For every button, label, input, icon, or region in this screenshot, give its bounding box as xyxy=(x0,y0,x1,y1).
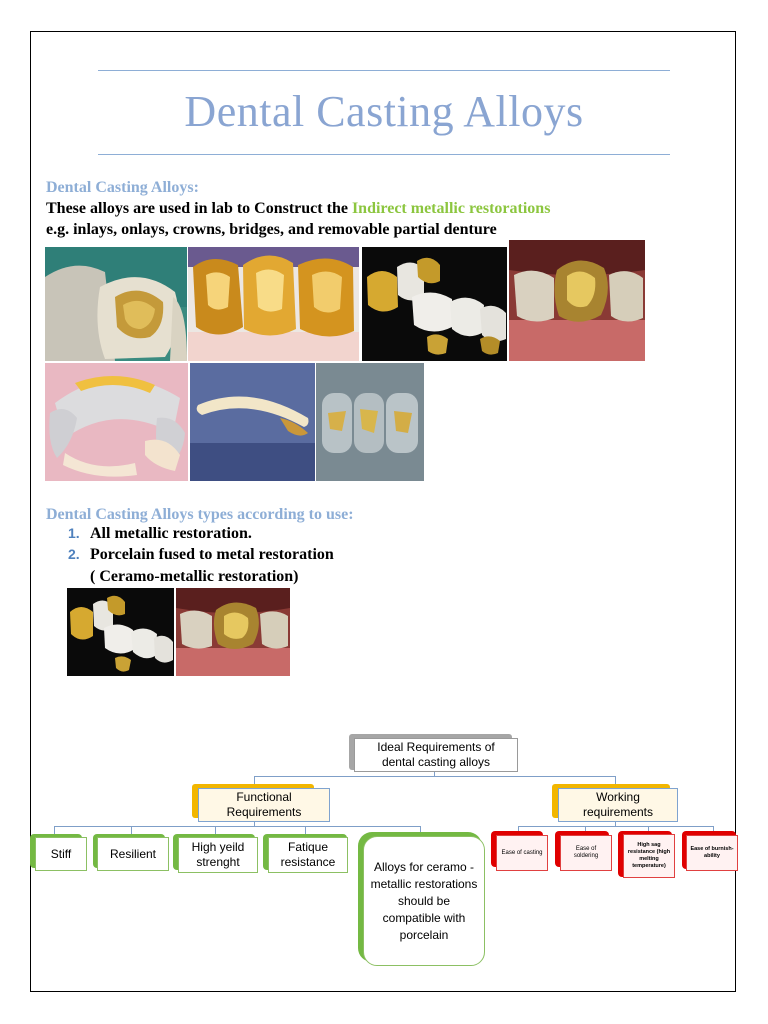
stiff-label: Stiff xyxy=(50,847,72,861)
connector-top-bar xyxy=(254,776,616,777)
burnish-label: Ease of burnish-ability xyxy=(690,846,734,859)
photo-crown-in-mouth xyxy=(509,240,645,361)
casting-label: Ease of casting xyxy=(501,849,543,856)
root-node: Ideal Requirements of dental casting all… xyxy=(354,738,518,772)
connector-root xyxy=(434,771,435,777)
types-heading: Dental Casting Alloys types according to… xyxy=(46,506,354,523)
types-item-1: 1. All metallic restoration. xyxy=(68,525,252,543)
types-item-1-number: 1. xyxy=(68,525,80,541)
photo-gold-inlay xyxy=(45,247,187,361)
title-bottom-rule xyxy=(98,154,670,155)
resilient-node: Resilient xyxy=(97,837,169,871)
soldering-label: Ease of soldering xyxy=(573,846,599,859)
title-top-rule xyxy=(98,70,670,71)
fatigue-resistance-node: Fatique resistance xyxy=(268,837,348,873)
connector-working-down xyxy=(615,821,616,827)
types-item-2-number: 2. xyxy=(68,546,80,562)
connector-functional xyxy=(254,776,255,788)
functional-line-1: Functional xyxy=(236,790,292,804)
connector-soldering xyxy=(585,826,586,832)
functional-line-2: Requirements xyxy=(226,805,302,819)
connector-sag xyxy=(648,826,649,832)
intro-line-2: e.g. inlays, onlays, crowns, bridges, an… xyxy=(46,221,497,238)
intro-highlight: Indirect metallic restorations xyxy=(351,200,551,217)
yield-label: High yeild strenght xyxy=(191,840,245,869)
photo-cast-inlays xyxy=(316,363,424,481)
connector-functional-down xyxy=(254,821,255,827)
ceramo-label: Alloys for ceramo -metallic restorations… xyxy=(370,859,478,942)
types-item-1-text: All metallic restoration. xyxy=(90,525,252,542)
types-item-2-text: Porcelain fused to metal restoration xyxy=(90,546,334,563)
connector-ceramo xyxy=(420,826,421,834)
photo-long-bridge xyxy=(190,363,315,481)
connector-stiff xyxy=(54,826,55,834)
root-node-line-2: dental casting alloys xyxy=(381,755,491,769)
ease-of-burnishability-node: Ease of burnish-ability xyxy=(686,835,738,871)
photo-partial-denture xyxy=(45,363,188,481)
sag-label: High sag resistance (high melting temper… xyxy=(627,842,671,869)
functional-requirements-node: Functional Requirements xyxy=(198,788,330,822)
fatigue-label: Fatique resistance xyxy=(280,840,336,869)
working-requirements-node: Working requirements xyxy=(558,788,678,822)
photo-crown-in-mouth-small xyxy=(176,588,290,676)
page-title: Dental Casting Alloys xyxy=(184,87,584,136)
types-subline: ( Ceramo-metallic restoration) xyxy=(90,568,299,585)
ease-of-soldering-node: Ease of soldering xyxy=(560,835,612,871)
connector-resilient xyxy=(131,826,132,834)
ease-of-casting-node: Ease of casting xyxy=(496,835,548,871)
photo-ceramo-bridge xyxy=(362,247,507,361)
root-node-line-1: Ideal Requirements of xyxy=(377,740,495,754)
stiff-node: Stiff xyxy=(35,837,87,871)
connector-functional-bar xyxy=(54,826,420,827)
intro-line-1: These alloys are used in lab to Construc… xyxy=(46,200,550,218)
working-line-1: Working xyxy=(596,790,640,804)
connector-yield xyxy=(215,826,216,834)
connector-working xyxy=(615,776,616,788)
types-item-2: 2. Porcelain fused to metal restoration xyxy=(68,546,334,564)
intro-heading: Dental Casting Alloys: xyxy=(46,179,199,196)
ceramo-compatibility-node: Alloys for ceramo -metallic restorations… xyxy=(363,836,485,966)
working-line-2: requirements xyxy=(582,805,654,819)
connector-burnish xyxy=(713,826,714,832)
resilient-label: Resilient xyxy=(109,847,157,861)
connector-working-bar xyxy=(518,826,714,827)
connector-casting xyxy=(518,826,519,832)
high-yield-strength-node: High yeild strenght xyxy=(178,837,258,873)
page-border xyxy=(30,31,736,992)
high-sag-resistance-node: High sag resistance (high melting temper… xyxy=(623,834,675,878)
photo-ceramo-bridge-small xyxy=(67,588,174,676)
connector-fatigue xyxy=(305,826,306,834)
intro-line-1-text: These alloys are used in lab to Construc… xyxy=(46,200,352,217)
photo-gold-crowns xyxy=(188,247,359,361)
